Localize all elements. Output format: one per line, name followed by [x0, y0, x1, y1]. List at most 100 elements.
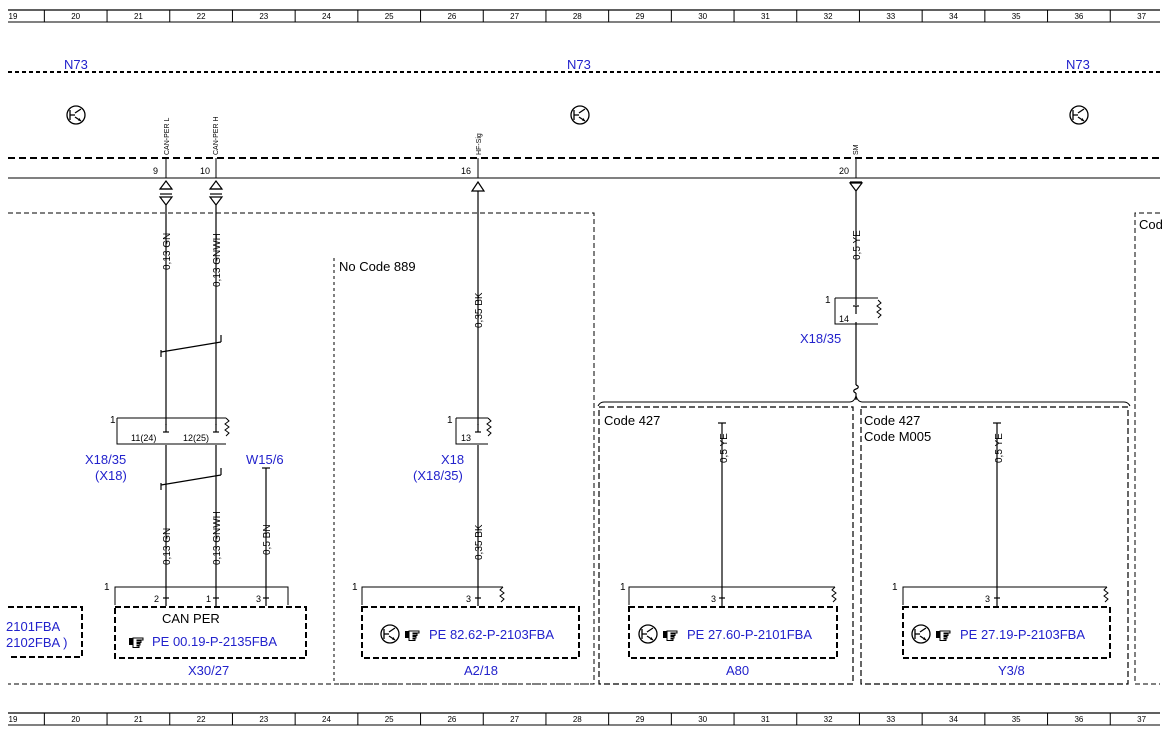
- pin-signal-can-l: CAN-PER L: [164, 118, 171, 155]
- a80-label[interactable]: A80: [726, 663, 749, 678]
- connector-x18-mid-label[interactable]: X18: [441, 452, 464, 467]
- y3-8-label[interactable]: Y3/8: [998, 663, 1025, 678]
- ruler-label: 29: [636, 12, 645, 21]
- pin-number-hf: 16: [461, 166, 471, 176]
- svg-text:2102FBA )[interactable]: 2102FBA ): [6, 635, 67, 650]
- connector-x18-35-left: 1 11(24) 12(25): [110, 415, 230, 445]
- wire-w15: 0,5 BN: [262, 524, 273, 555]
- connector-x18-35-left-label[interactable]: X18/35: [85, 452, 126, 467]
- svg-text:1: 1: [110, 415, 116, 426]
- svg-text:3: 3: [711, 594, 716, 604]
- connector-x18-mid: 1 13: [447, 415, 492, 445]
- pointing-hand-icon: [662, 630, 678, 641]
- svg-text:1: 1: [104, 582, 110, 593]
- ground-w15-6-label[interactable]: W15/6: [246, 452, 284, 467]
- pointing-hand-icon: [935, 630, 951, 641]
- svg-text:1: 1: [447, 415, 453, 426]
- connector-x18-mid-sub[interactable]: (X18/35): [413, 468, 463, 483]
- x30-27-title: CAN PER: [162, 611, 220, 626]
- svg-text:11(24): 11(24): [131, 433, 156, 443]
- svg-text:14: 14: [839, 314, 849, 324]
- wire-sm-top: 0,5 YE: [852, 230, 863, 260]
- ruler-label: 30: [698, 715, 707, 724]
- ruler-label: 22: [197, 715, 206, 724]
- svg-text:2101FBA[interactable]: 2101FBA: [6, 619, 61, 634]
- ground-transistor-icon: [380, 624, 400, 644]
- ruler-label: 37: [1137, 715, 1146, 724]
- ruler-label: 19: [9, 715, 18, 724]
- ruler-label: 28: [573, 12, 582, 21]
- ruler-label: 32: [824, 12, 833, 21]
- connector-x18-left-sub[interactable]: (X18): [95, 468, 127, 483]
- pin-signal-hf: HF-Sig: [476, 133, 483, 155]
- svg-text:1: 1: [620, 582, 626, 593]
- svg-text:1: 1: [892, 582, 898, 593]
- svg-text:13: 13: [461, 433, 471, 443]
- wire-can-l-top: 0,13 GN: [162, 233, 173, 270]
- sm-output-arrow: [848, 181, 864, 192]
- ruler-label: 33: [886, 715, 895, 724]
- ruler-label: 36: [1074, 715, 1083, 724]
- ground-transistor-icon: [570, 105, 590, 125]
- wire-hf-top: 0,35 BK: [474, 292, 485, 328]
- connector-x18-35-right-label[interactable]: X18/35: [800, 331, 841, 346]
- a80-ref[interactable]: PE 27.60-P-2101FBA: [687, 627, 812, 642]
- ruler-label: 36: [1074, 12, 1083, 21]
- ruler-label: 21: [134, 12, 143, 21]
- code-427-a: Code 427: [604, 413, 660, 428]
- can-l-bidir-arrow: [158, 180, 174, 206]
- ruler-label: 26: [447, 715, 456, 724]
- can-wires: [160, 205, 222, 598]
- y3-8-ref[interactable]: PE 27.19-P-2103FBA: [960, 627, 1085, 642]
- wire-hf-bottom: 0,35 BK: [474, 524, 485, 560]
- ruler-label: 34: [949, 12, 958, 21]
- component-left-cut: 2101FBA 2102FBA ): [6, 606, 83, 658]
- ruler-label: 35: [1012, 715, 1021, 724]
- a2-18-label[interactable]: A2/18: [464, 663, 498, 678]
- ground-transistor-icon: [66, 105, 86, 125]
- component-a2-18: 1 3 PE 82.62-P-2103FBA: [352, 582, 580, 659]
- ruler-label: 26: [447, 12, 456, 21]
- pointing-hand-icon: [404, 630, 420, 641]
- svg-text:3: 3: [466, 594, 471, 604]
- wire-can-l-bottom: 0,13 GN: [162, 528, 173, 565]
- svg-text:1: 1: [352, 582, 358, 593]
- ground-transistor-icon: [911, 624, 931, 644]
- ruler-label: 28: [573, 715, 582, 724]
- ruler-label: 20: [71, 715, 80, 724]
- ecu-label-2[interactable]: N73: [567, 57, 591, 72]
- code-427-b: Code 427: [864, 413, 920, 428]
- wire-y3: 0,5 YE: [994, 433, 1005, 463]
- ground-transistor-icon: [638, 624, 658, 644]
- ruler-label: 34: [949, 715, 958, 724]
- svg-text:3: 3: [256, 594, 261, 604]
- code-no-889: No Code 889: [339, 259, 416, 274]
- pin-number-can-l: 9: [153, 166, 158, 176]
- x30-27-label[interactable]: X30/27: [188, 663, 229, 678]
- ruler-label: 19: [9, 12, 18, 21]
- pointing-hand-icon: [128, 637, 144, 648]
- connector-x18-35-right: 1 14: [825, 295, 882, 325]
- ecu-label-1[interactable]: N73: [64, 57, 88, 72]
- code-m005: Code M005: [864, 429, 931, 444]
- ruler-label: 27: [510, 12, 519, 21]
- ecu-label-3[interactable]: N73: [1066, 57, 1090, 72]
- x30-27-ref[interactable]: PE 00.19-P-2135FBA: [152, 634, 277, 649]
- code-right-cut: Cod: [1139, 217, 1163, 232]
- ruler-label: 30: [698, 12, 707, 21]
- svg-text:12(25): 12(25): [183, 433, 209, 443]
- can-h-bidir-arrow: [208, 180, 224, 206]
- ruler-label: 33: [886, 12, 895, 21]
- a2-18-ref[interactable]: PE 82.62-P-2103FBA: [429, 627, 554, 642]
- pin-signal-can-h: CAN-PER H: [213, 116, 220, 155]
- svg-text:3: 3: [985, 594, 990, 604]
- pin-number-sm: 20: [839, 166, 849, 176]
- ruler-label: 24: [322, 12, 331, 21]
- ruler-label: 24: [322, 715, 331, 724]
- ruler-label: 22: [197, 12, 206, 21]
- ruler-label: 32: [824, 715, 833, 724]
- wire-can-h-bottom: 0,13 GNWH: [212, 511, 223, 565]
